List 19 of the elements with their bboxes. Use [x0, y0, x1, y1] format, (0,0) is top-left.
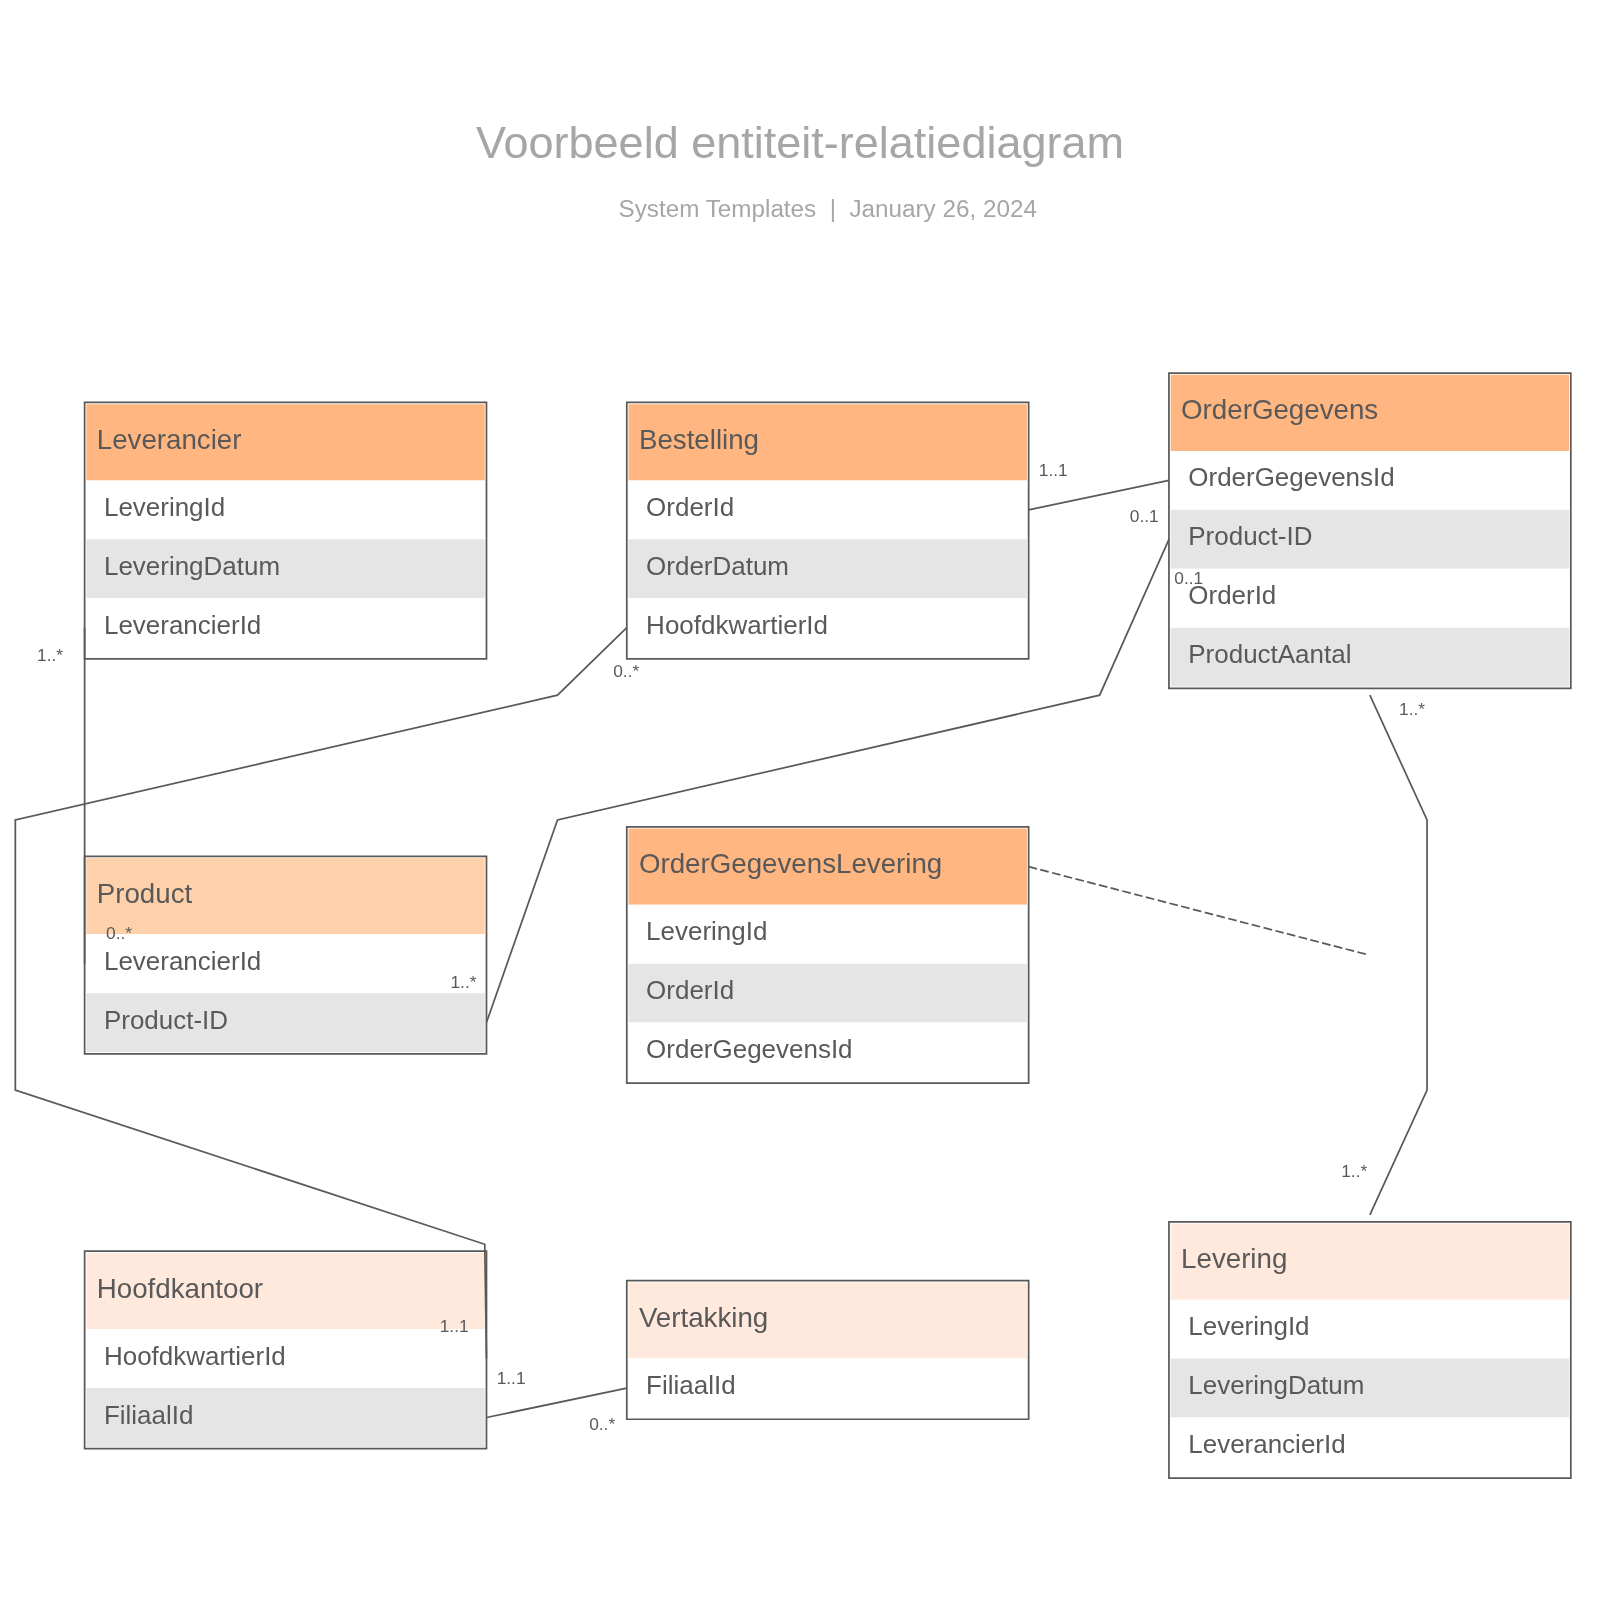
- connector: [485, 1387, 628, 1419]
- label: 0..*: [106, 923, 133, 944]
- label: 0..*: [613, 661, 640, 682]
- label: 1..*: [1399, 699, 1426, 720]
- label: 1..*: [37, 644, 64, 665]
- label: System Templates | January 26, 2024: [618, 194, 1037, 222]
- connector: [1369, 694, 1428, 1216]
- label: 0..*: [589, 1414, 616, 1435]
- label: 1..1: [1038, 460, 1068, 481]
- connector: [485, 538, 1170, 1024]
- label: 1..*: [450, 972, 477, 993]
- connector: [14, 626, 628, 1360]
- connector: [83, 626, 86, 965]
- label: 1..1: [496, 1368, 526, 1389]
- label: 0..1: [1129, 506, 1159, 527]
- label: 1..*: [1341, 1160, 1368, 1181]
- label: 1..1: [439, 1315, 469, 1336]
- diagram-title: Voorbeeld entiteit-relatiediagram: [475, 116, 1125, 168]
- connector: [1027, 479, 1170, 511]
